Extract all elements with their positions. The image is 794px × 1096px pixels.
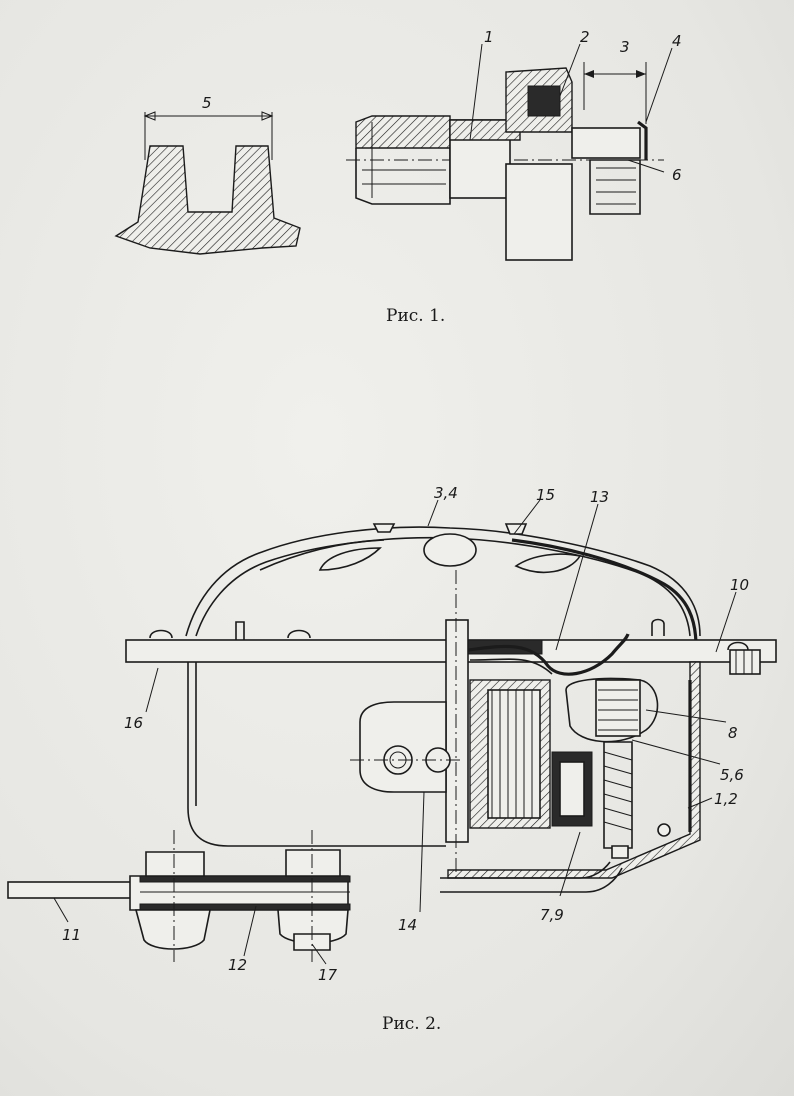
fig1-label-1: 1 xyxy=(484,28,494,46)
fig2-label-5-6: 5,6 xyxy=(720,766,744,784)
fig1-label-4: 4 xyxy=(672,32,682,50)
fig1-shaft-assembly xyxy=(346,43,673,261)
figure-1-caption: Рис. 1. xyxy=(386,306,446,326)
fig2-label-17: 17 xyxy=(318,966,338,984)
fig2-label-14: 14 xyxy=(398,916,417,934)
fig2-label-15: 15 xyxy=(536,486,555,504)
figure-2-caption: Рис. 2. xyxy=(382,1014,442,1034)
fig2-dome-cover xyxy=(185,526,701,637)
figure-2 xyxy=(7,499,777,965)
fig1-label-6: 6 xyxy=(672,166,682,184)
fig1-label-3: 3 xyxy=(620,38,630,56)
fig2-label-8: 8 xyxy=(728,724,738,742)
fig2-label-13: 13 xyxy=(590,488,609,506)
fig1-label-2: 2 xyxy=(580,28,590,46)
fig2-label-10: 10 xyxy=(730,576,749,594)
fig1-label-5: 5 xyxy=(202,94,212,112)
fig2-terminal-11 xyxy=(7,881,133,899)
fig2-label-1-2: 1,2 xyxy=(714,790,738,808)
fig2-label-7-9: 7,9 xyxy=(540,906,564,924)
fig2-housing xyxy=(187,662,446,847)
figure-1: 5 1 2 3 4 6 xyxy=(114,28,682,261)
fig1-tooth-profile xyxy=(114,111,301,255)
fig2-label-16: 16 xyxy=(124,714,143,732)
fig2-label-12: 12 xyxy=(228,956,247,974)
fig2-label-11: 11 xyxy=(62,926,81,944)
fig2-label-3-4: 3,4 xyxy=(434,484,458,502)
